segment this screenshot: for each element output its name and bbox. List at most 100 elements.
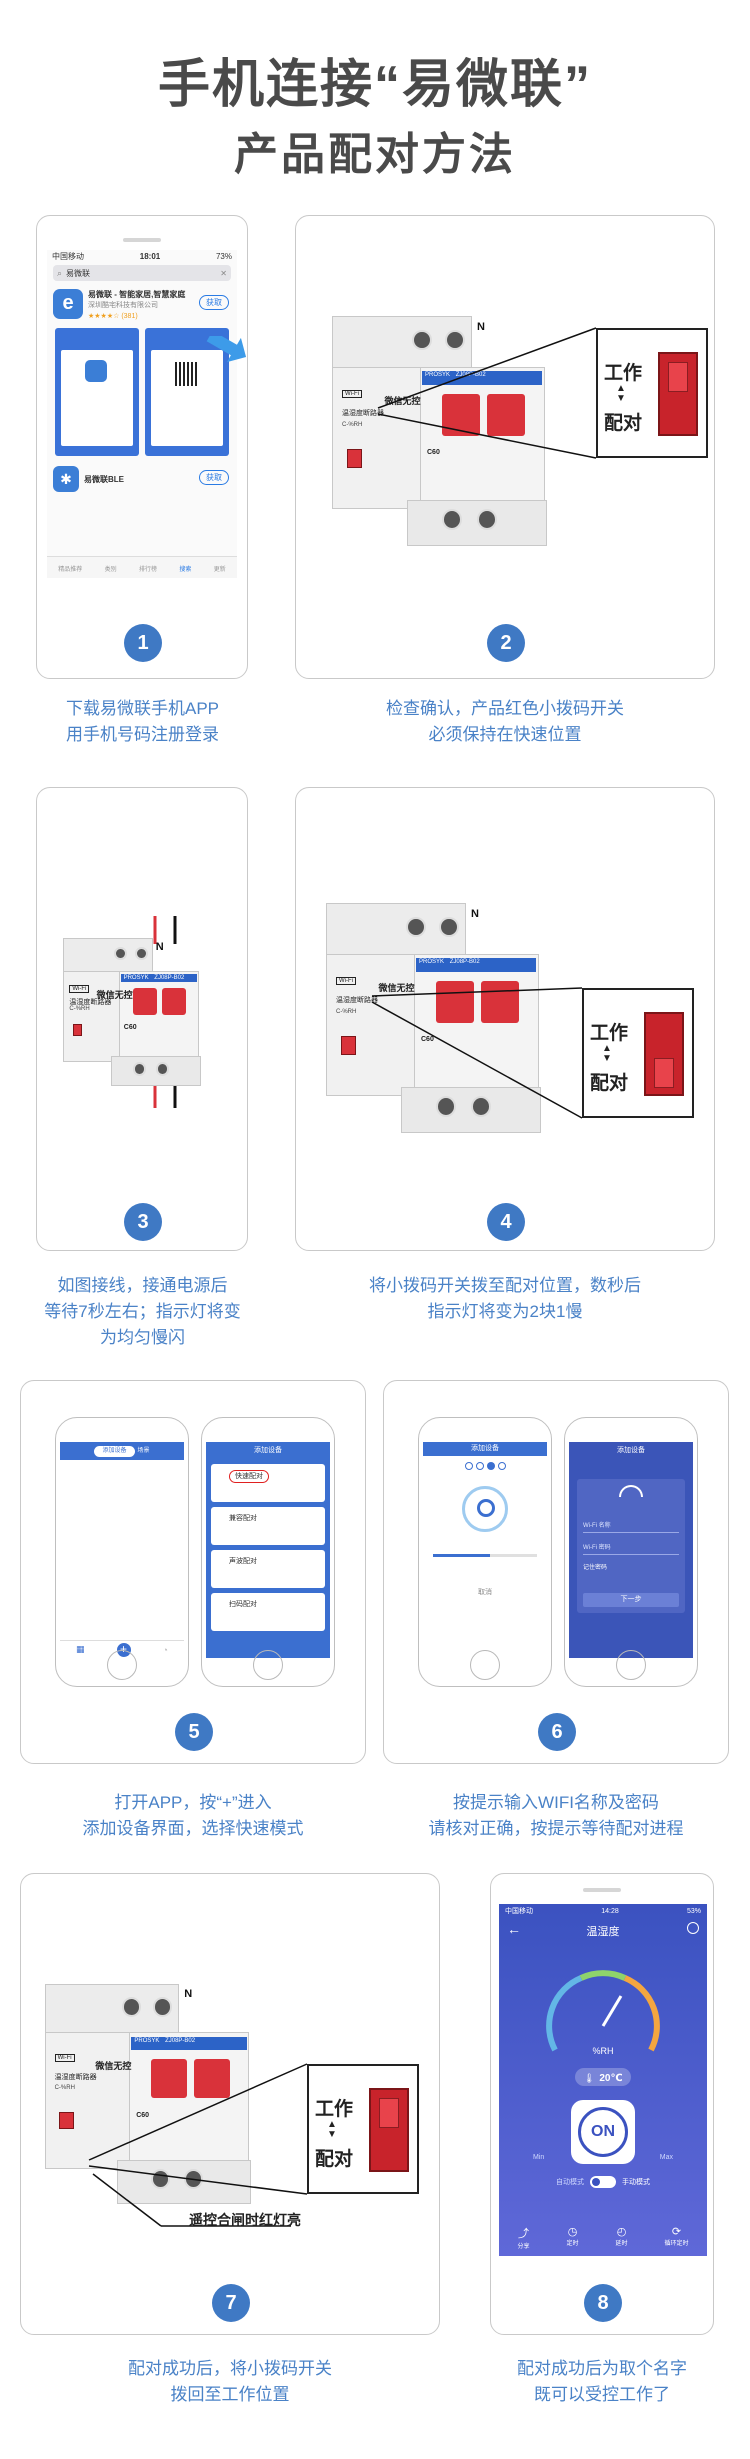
step4-panel: N PROSYK ZJ08P-B02 Wi-Fi 温湿度断路器 C-%RH 微信… [295, 787, 715, 1251]
back-arrow-icon[interactable]: ← [507, 1921, 521, 1937]
home-button [253, 1650, 283, 1680]
wifi-password-field[interactable]: Wi-Fi 密码 [583, 1543, 679, 1555]
step1-panel: 中国移动 18:01 73% ⌕ 易微联 ✕ e 易微联 - 智能家居,智慧家庭… [36, 215, 248, 679]
step6-phone-a: 添加设备 取消 [418, 1417, 552, 1687]
mode-item[interactable]: 扫码配对 [211, 1593, 325, 1631]
app-result-2[interactable]: ✱ 易微联BLE 获取 [47, 460, 237, 498]
tab-top-charts[interactable]: 排行榜 [138, 567, 157, 573]
breaker-unit: C-%RH [336, 1008, 357, 1015]
dip-switch-zoom [369, 2088, 409, 2172]
handle-right[interactable] [162, 988, 187, 1015]
breaker-right-module [413, 953, 539, 1097]
timer-action[interactable]: ◷定时 [566, 2225, 578, 2250]
switch-arrows-icon: ▲▼ [327, 2119, 337, 2140]
status-carrier: 中国移动 [52, 252, 84, 261]
handle-right[interactable] [487, 394, 525, 436]
remember-password-checkbox[interactable]: 记住密码 [583, 1565, 608, 1571]
grid-icon[interactable]: ▦ [76, 1644, 85, 1654]
delay-action[interactable]: ◴延时 [615, 2225, 627, 2250]
mode-toggle[interactable]: 自动模式 手动模式 [499, 2176, 707, 2188]
tab-search[interactable]: 搜索 [179, 567, 192, 573]
cancel-link[interactable]: 取消 [478, 1589, 492, 1596]
get-button-2[interactable]: 获取 [199, 470, 229, 485]
search-icon: ⌕ [57, 267, 63, 278]
terminal-n-label: N [471, 907, 479, 920]
caption-line: 如图接线，接通电源后 [57, 1276, 228, 1295]
mode-item[interactable]: 声波配对 [211, 1550, 325, 1588]
tab-featured[interactable]: 精品推荐 [58, 567, 83, 573]
switch-pair-label: 配对 [604, 413, 643, 434]
progress-steps [423, 1462, 547, 1470]
step5-panel: 添加设备 场景 ▦ + ◔ 添加设备 快速配对 兼容配对 声波配对 扫码配对 [20, 1380, 366, 1764]
tab-categories[interactable]: 类别 [104, 567, 117, 573]
handle-left[interactable] [436, 981, 474, 1023]
step7-panel: N PROSYK ZJ08P-B02 Wi-Fi 温湿度断路器 C-%RH 微信… [20, 1873, 440, 2335]
pointer-arrow-icon [206, 336, 247, 363]
loop-action[interactable]: ⟳循环定时 [664, 2225, 688, 2250]
rating-label: C60 [136, 2111, 150, 2119]
profile-icon[interactable]: ◔ [162, 1644, 168, 1655]
screw-terminal-icon [153, 1997, 173, 2017]
app-developer: 深圳酷宅科技有限公司 [88, 302, 158, 309]
handle-left[interactable] [133, 988, 158, 1015]
dip-switch[interactable] [341, 1036, 356, 1055]
tab-add-device[interactable]: 添加设备 [94, 1445, 135, 1457]
breaker-right-module [419, 366, 545, 510]
tab-updates[interactable]: 更新 [213, 567, 226, 573]
wifi-badge-icon: Wi-Fi [54, 2054, 75, 2063]
caption-line: 配对成功后为取个名字 [517, 2359, 687, 2378]
next-button[interactable]: 下一步 [583, 1593, 679, 1607]
page-subtitle: 产品配对方法 [234, 130, 516, 179]
progress-bar [433, 1554, 537, 1557]
step6-phone-b: 添加设备 Wi-Fi 名称 Wi-Fi 密码 记住密码 下一步 [564, 1417, 698, 1687]
step1-phone: 中国移动 18:01 73% ⌕ 易微联 ✕ e 易微联 - 智能家居,智慧家庭… [45, 224, 239, 604]
screw-terminal-icon [438, 916, 459, 938]
callout-lines [377, 327, 597, 459]
step8-panel: 中国移动 14:28 53% ← 温湿度 %RH 🌡 20℃ ON Min Ma… [490, 1873, 714, 2335]
step-number-badge: 8 [584, 2284, 622, 2322]
breaker-body: N PROSYK ZJ08P-B02 Wi-Fi 温湿度断路器 C-%RH 微信… [63, 938, 223, 1086]
step5-phone-b: 添加设备 快速配对 兼容配对 声波配对 扫码配对 [201, 1417, 335, 1687]
dip-switch[interactable] [59, 2111, 74, 2130]
tab-scenes[interactable]: 场景 [137, 1447, 150, 1454]
handle-left[interactable] [150, 2058, 187, 2099]
ctrl-label: 微信无控 [384, 396, 421, 407]
app-rating: ★★★★☆ (381) [88, 313, 138, 320]
breaker-label: 温湿度断路器 [342, 410, 384, 417]
app-result[interactable]: e 易微联 - 智能家居,智慧家庭 深圳酷宅科技有限公司 ★★★★☆ (381)… [47, 283, 237, 324]
handle-right[interactable] [481, 981, 519, 1023]
switch-work-label: 工作 [604, 363, 643, 384]
max-label: Max [659, 2154, 673, 2161]
clear-icon[interactable]: ✕ [220, 268, 227, 278]
handle-right[interactable] [193, 2058, 230, 2099]
toggle-switch[interactable] [590, 2176, 616, 2188]
screw-terminal-icon [436, 1096, 456, 1117]
mode-item[interactable]: 快速配对 [211, 1464, 325, 1502]
caption-line: 配对成功后，将小拨码开关 [128, 2359, 332, 2378]
temperature-badge: 🌡 20℃ [575, 2068, 631, 2086]
settings-icon[interactable] [687, 1922, 699, 1934]
switch-arrows-icon: ▲▼ [602, 1043, 612, 1064]
rating-label: C60 [427, 449, 440, 457]
phone-speaker [123, 238, 161, 242]
get-button[interactable]: 获取 [199, 295, 229, 310]
dip-switch[interactable] [347, 449, 362, 468]
phone-screen: 添加设备 取消 [423, 1442, 547, 1658]
status-time: 18:01 [139, 252, 161, 261]
search-bar[interactable]: ⌕ 易微联 ✕ [53, 265, 231, 281]
dip-switch[interactable] [72, 1023, 83, 1036]
wifi-icon [619, 1485, 643, 1497]
delay-label: 延时 [615, 2241, 628, 2247]
share-action[interactable]: ⤴分享 [517, 2225, 529, 2250]
screw-terminal-icon [406, 916, 426, 938]
mode-item[interactable]: 兼容配对 [211, 1507, 325, 1545]
wifi-name-field[interactable]: Wi-Fi 名称 [583, 1521, 679, 1533]
app-logo-icon: e [53, 289, 83, 319]
power-button[interactable]: ON [571, 2100, 635, 2164]
breaker-label: 温湿度断路器 [54, 2074, 97, 2081]
dip-switch-zoom [658, 352, 698, 436]
red-light-callout: 遥控合闸时红灯亮 [189, 2212, 301, 2228]
brand-strip: PROSYK ZJ08P-B02 [416, 958, 536, 972]
power-on-label: ON [591, 2123, 615, 2140]
dip-switch-zoom [644, 1012, 684, 1096]
